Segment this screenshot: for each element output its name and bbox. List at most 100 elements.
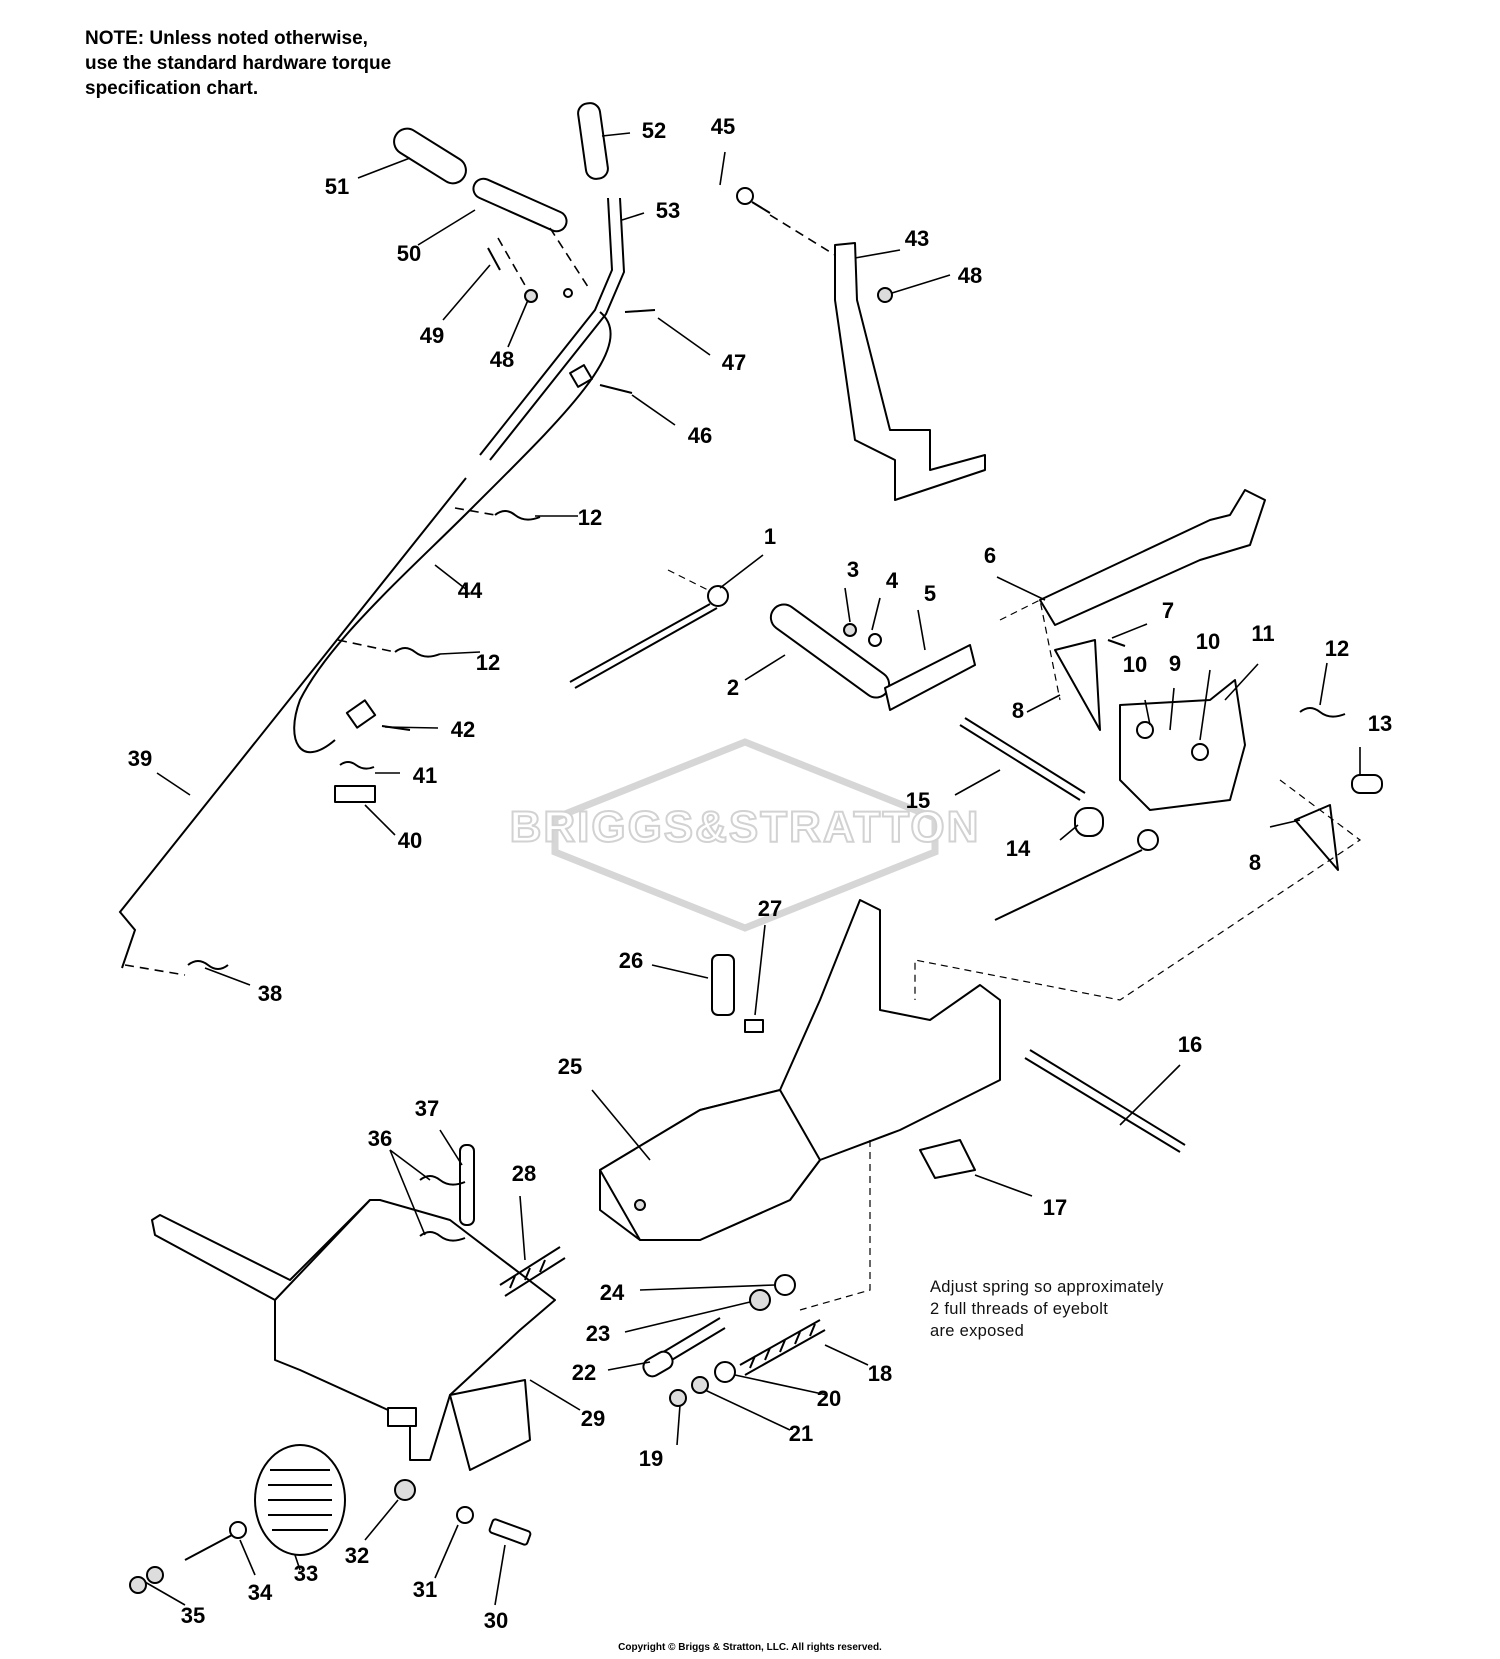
watermark-text: BRIGGS&STRATTON bbox=[510, 803, 981, 852]
screw-47 bbox=[624, 309, 656, 313]
hairpin-12-right bbox=[1299, 707, 1346, 718]
callout-26: 26 bbox=[619, 948, 643, 973]
bracket-17 bbox=[919, 1139, 976, 1179]
callout-6: 6 bbox=[984, 543, 996, 568]
front-hitch-25 bbox=[599, 899, 1186, 1311]
lift-arm-11 bbox=[1119, 679, 1246, 811]
screw-46 bbox=[599, 384, 633, 394]
callout-53: 53 bbox=[656, 198, 680, 223]
lift-cable-44 bbox=[293, 311, 612, 754]
callout-8-left: 8 bbox=[1012, 698, 1024, 723]
clip-46 bbox=[569, 364, 593, 388]
nut-19 bbox=[669, 1389, 687, 1407]
callout-15: 15 bbox=[906, 788, 930, 813]
plate-26 bbox=[711, 954, 735, 1016]
callout-7: 7 bbox=[1162, 598, 1174, 623]
callout-31: 31 bbox=[413, 1577, 437, 1602]
grip-52 bbox=[577, 102, 609, 180]
clevis-pin-13 bbox=[1351, 774, 1383, 794]
callout-52: 52 bbox=[642, 118, 666, 143]
callout-1: 1 bbox=[764, 524, 776, 549]
callout-44: 44 bbox=[458, 578, 483, 603]
spring-adjust-note: Adjust spring so approximately 2 full th… bbox=[930, 1276, 1270, 1342]
callout-16: 16 bbox=[1178, 1032, 1202, 1057]
eyebolt-1 bbox=[707, 585, 729, 607]
washer-4 bbox=[868, 633, 882, 647]
hairpin-38 bbox=[187, 960, 229, 970]
bolt-10 bbox=[1136, 721, 1154, 739]
lower-bracket-29 bbox=[129, 1144, 566, 1594]
callout-12-upper: 12 bbox=[578, 505, 602, 530]
bolt-30 bbox=[488, 1518, 532, 1546]
callout-14: 14 bbox=[1006, 836, 1031, 861]
callout-13: 13 bbox=[1368, 711, 1392, 736]
bolt-9 bbox=[1191, 743, 1209, 761]
callout-3: 3 bbox=[847, 557, 859, 582]
callout-42: 42 bbox=[451, 717, 475, 742]
callout-37: 37 bbox=[415, 1096, 439, 1121]
washer-20 bbox=[714, 1361, 736, 1383]
torque-note: NOTE: Unless noted otherwise, use the st… bbox=[85, 26, 505, 101]
callout-24: 24 bbox=[600, 1280, 625, 1305]
nut-35-b bbox=[129, 1576, 147, 1594]
hairpin-36-lower bbox=[419, 1231, 466, 1242]
eyebolt-14 bbox=[1137, 829, 1159, 851]
callout-4: 4 bbox=[886, 568, 899, 593]
callout-27: 27 bbox=[758, 896, 782, 921]
callout-34: 34 bbox=[248, 1580, 273, 1605]
cable-clamp-42 bbox=[345, 699, 377, 729]
callout-50: 50 bbox=[397, 241, 421, 266]
handle-rod-53 bbox=[479, 197, 614, 456]
key-27 bbox=[744, 1019, 764, 1033]
handle-pin-50 bbox=[472, 177, 568, 233]
spacer-14 bbox=[1074, 807, 1104, 837]
callout-45: 45 bbox=[711, 114, 735, 139]
nut-32 bbox=[394, 1479, 416, 1501]
callout-12-middle: 12 bbox=[476, 650, 500, 675]
gusset-8-right bbox=[1294, 804, 1339, 871]
torque-note-line-2: use the standard hardware torque bbox=[85, 53, 392, 74]
callout-21: 21 bbox=[789, 1421, 813, 1446]
nut-23 bbox=[749, 1289, 771, 1311]
callout-5: 5 bbox=[924, 581, 936, 606]
callout-46: 46 bbox=[688, 423, 712, 448]
washer-24 bbox=[774, 1274, 796, 1296]
washer-31 bbox=[456, 1506, 474, 1524]
spring-hardware bbox=[642, 1274, 826, 1407]
spring-adjust-line-1: Adjust spring so approximately bbox=[930, 1278, 1164, 1296]
callout-51: 51 bbox=[325, 174, 349, 199]
callout-2: 2 bbox=[727, 675, 739, 700]
copyright-footer: Copyright © Briggs & Stratton, LLC. All … bbox=[618, 1642, 882, 1653]
rod-16 bbox=[1029, 1049, 1186, 1146]
callout-36: 36 bbox=[368, 1126, 392, 1151]
plate-29 bbox=[387, 1407, 417, 1427]
hand-grip-51 bbox=[393, 127, 467, 185]
callout-19: 19 bbox=[639, 1446, 663, 1471]
callout-8-right: 8 bbox=[1249, 850, 1261, 875]
callout-47: 47 bbox=[722, 350, 746, 375]
callout-49: 49 bbox=[420, 323, 444, 348]
gusset-8-left bbox=[1054, 639, 1101, 731]
callout-41: 41 bbox=[413, 763, 437, 788]
spring-18 bbox=[739, 1319, 826, 1376]
callout-30: 30 bbox=[484, 1608, 508, 1633]
spring-pin-49 bbox=[487, 247, 501, 271]
callout-28: 28 bbox=[512, 1161, 536, 1186]
hairpin-12-upper bbox=[494, 510, 541, 521]
rod-15 bbox=[959, 724, 1081, 801]
link-6 bbox=[1039, 489, 1266, 626]
eyebolt-45 bbox=[736, 187, 754, 205]
callout-12-right: 12 bbox=[1325, 636, 1349, 661]
nut-48 bbox=[524, 289, 538, 303]
spring-adjust-line-3: are exposed bbox=[930, 1322, 1025, 1340]
callout-labels: 1 2 3 4 5 6 7 8 8 9 10 10 11 12 12 12 13… bbox=[128, 114, 1392, 1633]
callout-43: 43 bbox=[905, 226, 929, 251]
callout-29: 29 bbox=[581, 1406, 605, 1431]
callout-10-left: 10 bbox=[1123, 652, 1147, 677]
nut-48-right bbox=[877, 287, 893, 303]
callout-18: 18 bbox=[868, 1361, 892, 1386]
bracket-43 bbox=[736, 187, 986, 501]
spring-28 bbox=[499, 1246, 566, 1297]
callout-48-right: 48 bbox=[958, 263, 982, 288]
lift-handle-assembly bbox=[118, 102, 656, 976]
